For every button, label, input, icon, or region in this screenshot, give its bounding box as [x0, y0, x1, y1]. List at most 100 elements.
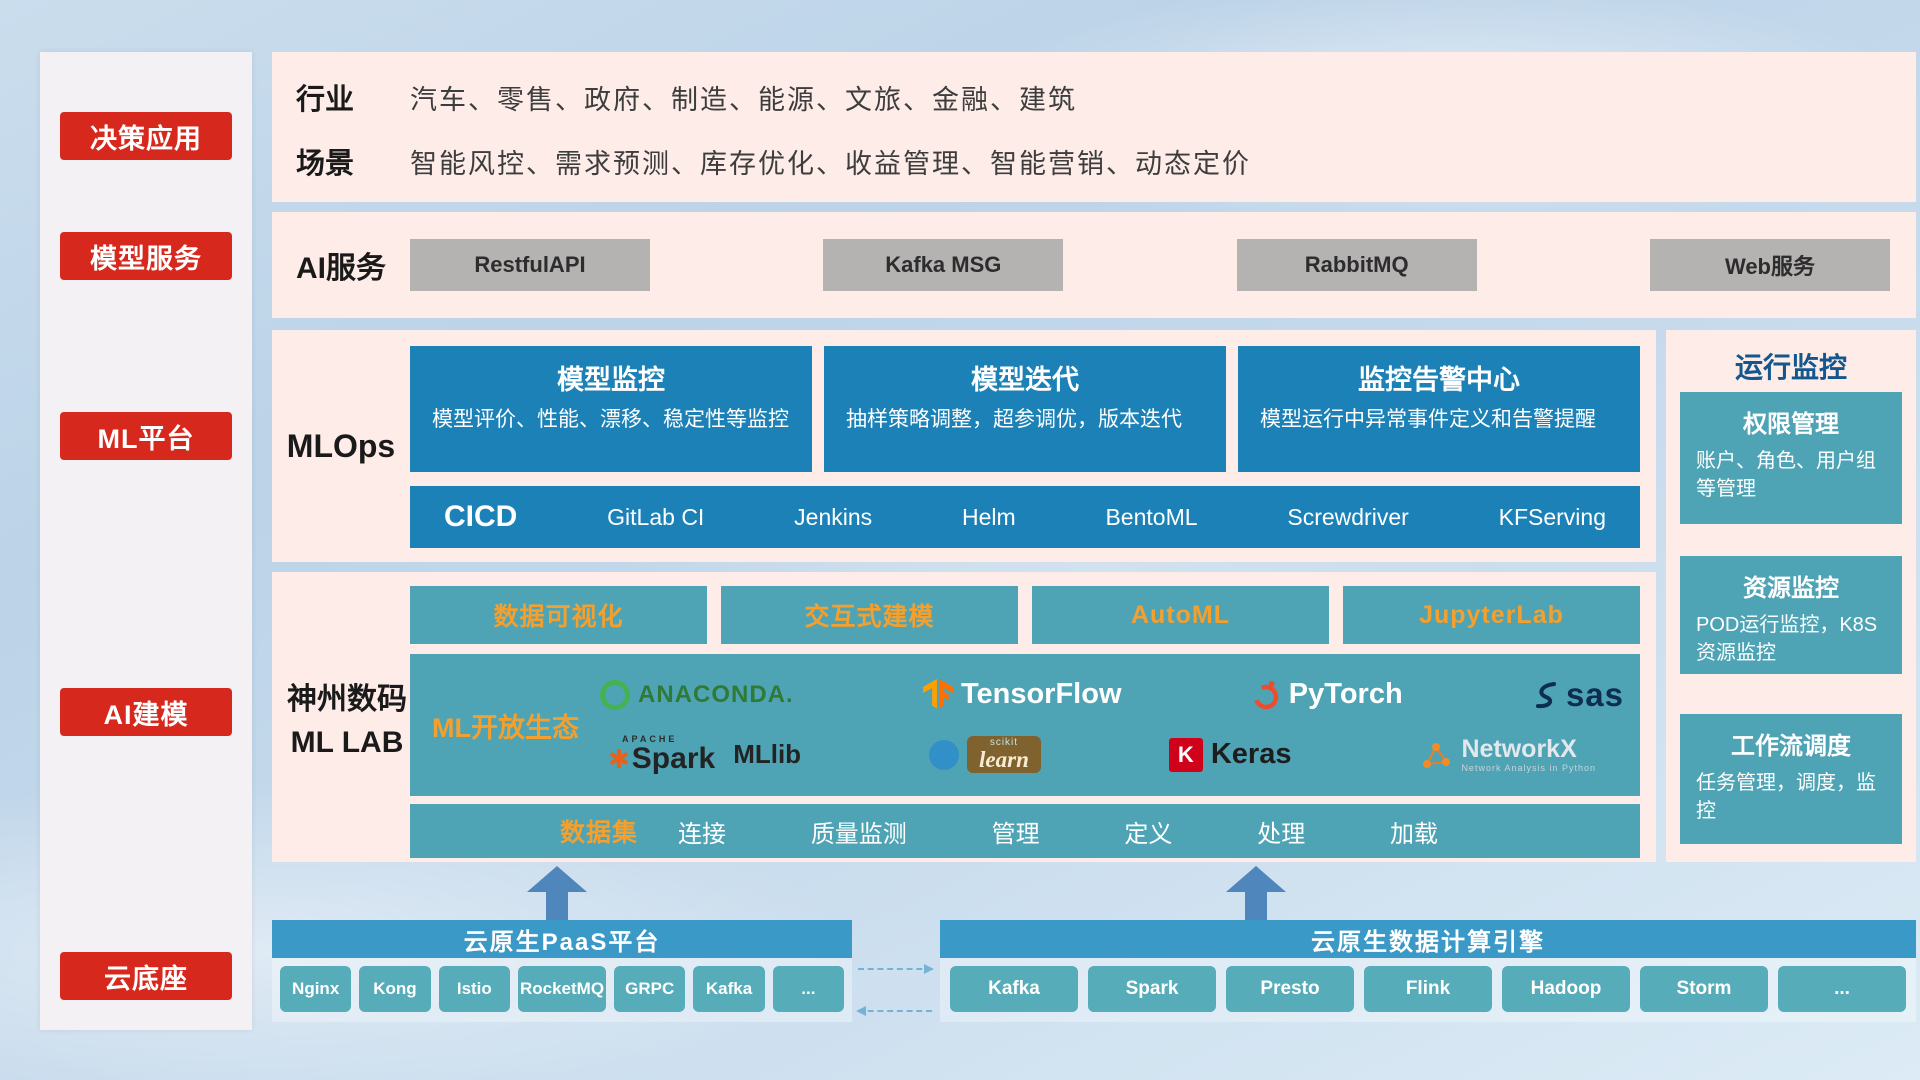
- service-restfulapi: RestfulAPI: [410, 239, 650, 291]
- keras-logo: K Keras: [1168, 737, 1292, 772]
- cicd-bar: CICD GitLab CI Jenkins Helm BentoML Scre…: [410, 486, 1640, 548]
- industry-scenario-panel: 行业 汽车、零售、政府、制造、能源、文旅、金融、建筑 场景 智能风控、需求预测、…: [272, 52, 1916, 202]
- dashed-arrow-left: [856, 1006, 932, 1016]
- mllab-label: 神州数码 ML LAB: [272, 572, 422, 862]
- ecosystem-row-2: APACHE ✱ Spark MLlib scikit learn: [600, 735, 1624, 774]
- engine-tool-more: ...: [1778, 966, 1906, 1012]
- dataset-item-load: 加载: [1390, 820, 1438, 848]
- paas-tool-nginx: Nginx: [280, 966, 352, 1012]
- paas-platform-header: 云原生PaaS平台: [272, 920, 852, 958]
- paas-tool-kong: Kong: [359, 966, 431, 1012]
- paas-tool-rocketmq: RocketMQ: [517, 966, 607, 1012]
- paas-tool-kafka: Kafka: [693, 966, 765, 1012]
- mlops-label: MLOps: [286, 427, 396, 464]
- engine-tool-kafka: Kafka: [950, 966, 1078, 1012]
- data-engine-header: 云原生数据计算引擎: [940, 920, 1916, 958]
- card-desc: POD运行监控，K8S资源监控: [1696, 614, 1878, 664]
- sklearn-badge: scikit learn: [967, 736, 1041, 774]
- sklearn-text: learn: [979, 747, 1029, 773]
- engine-tools-row: Kafka Spark Presto Flink Hadoop Storm ..…: [950, 966, 1906, 1012]
- keras-text: Keras: [1210, 738, 1292, 771]
- spark-mllib-logo: APACHE ✱ Spark MLlib: [608, 735, 801, 774]
- engine-tool-flink: Flink: [1364, 966, 1492, 1012]
- scenario-label: 场景: [296, 148, 355, 180]
- card-desc: 抽样策略调整，超参调优，版本迭代: [846, 408, 1182, 431]
- ai-service-buttons-row: RestfulAPI Kafka MSG RabbitMQ Web服务: [410, 212, 1890, 318]
- card-title: 工作流调度: [1731, 733, 1851, 760]
- pytorch-icon: [1253, 680, 1279, 709]
- anaconda-icon: [600, 679, 630, 710]
- dataset-item-process: 处理: [1257, 820, 1306, 848]
- pytorch-text: PyTorch: [1288, 678, 1403, 711]
- dashed-arrow-right: [858, 964, 934, 974]
- spark-wordmark: APACHE ✱ Spark: [608, 735, 715, 774]
- card-resource-monitoring: 资源监控 POD运行监控，K8S资源监控: [1680, 556, 1902, 674]
- scenario-list: 智能风控、需求预测、库存优化、收益管理、智能营销、动态定价: [410, 149, 1251, 179]
- engine-tool-hadoop: Hadoop: [1502, 966, 1630, 1012]
- card-desc: 账户、角色、用户组等管理: [1696, 450, 1876, 500]
- sas-text: sas: [1565, 675, 1624, 713]
- tensorflow-logo: TensorFlow: [923, 678, 1122, 711]
- service-web: Web服务: [1649, 239, 1890, 291]
- mllib-text: MLlib: [733, 739, 802, 770]
- networkx-text: NetworkX: [1461, 735, 1577, 764]
- ml-ecosystem-label: ML开放生态: [432, 712, 579, 743]
- card-title: 模型监控: [557, 365, 665, 395]
- engine-tool-spark: Spark: [1088, 966, 1216, 1012]
- ai-service-panel: AI服务 RestfulAPI Kafka MSG RabbitMQ Web服务: [272, 212, 1916, 318]
- tensorflow-text: TensorFlow: [960, 678, 1122, 711]
- cicd-tool-kfserving: KFServing: [1498, 503, 1606, 530]
- sklearn-circle-icon: [929, 739, 960, 770]
- category-ai-modeling: AI建模: [60, 688, 232, 736]
- feature-interactive-modeling: 交互式建模: [721, 586, 1018, 644]
- category-ml-platform: ML平台: [60, 412, 232, 460]
- spark-star-icon: ✱: [608, 744, 630, 775]
- paas-tools-row: Nginx Kong Istio RocketMQ GRPC Kafka ...: [280, 966, 845, 1012]
- ai-service-label: AI服务: [296, 252, 386, 285]
- pytorch-logo: PyTorch: [1251, 678, 1403, 711]
- mllab-label-line1: 神州数码: [287, 683, 407, 716]
- left-category-rail: 决策应用 模型服务 ML平台 AI建模 云底座: [40, 52, 252, 1030]
- ml-ecosystem-block: ML开放生态 ANACONDA. TensorFlow: [410, 654, 1640, 796]
- card-title: 权限管理: [1743, 411, 1839, 438]
- mlops-panel: MLOps 模型监控 模型评价、性能、漂移、稳定性等监控 模型迭代 抽样策略调整…: [272, 330, 1656, 562]
- service-rabbitmq: RabbitMQ: [1236, 239, 1477, 291]
- tensorflow-icon: [923, 678, 953, 708]
- paas-tool-grpc: GRPC: [614, 966, 686, 1012]
- cicd-tool-bentoml: BentoML: [1105, 503, 1198, 530]
- service-kafka-msg: Kafka MSG: [823, 239, 1064, 291]
- up-arrow-right: [1226, 866, 1286, 920]
- card-model-monitoring: 模型监控 模型评价、性能、漂移、稳定性等监控: [410, 346, 812, 472]
- networkx-logo: NetworkX Network Analysis in Python: [1419, 736, 1596, 773]
- cicd-tool-screwdriver: Screwdriver: [1287, 503, 1409, 530]
- scikit-learn-logo: scikit learn: [929, 736, 1041, 774]
- dataset-item-define: 定义: [1124, 820, 1173, 848]
- industry-list: 汽车、零售、政府、制造、能源、文旅、金融、建筑: [410, 85, 1077, 115]
- dataset-items: 连接 质量监测 管理 定义 处理 加载: [678, 814, 1438, 849]
- mllab-label-line2: ML LAB: [290, 726, 404, 759]
- engine-tool-storm: Storm: [1640, 966, 1768, 1012]
- category-model-service: 模型服务: [60, 232, 232, 280]
- card-desc: 任务管理，调度，监控: [1696, 772, 1876, 822]
- card-title: 资源监控: [1743, 575, 1839, 602]
- card-model-iteration: 模型迭代 抽样策略调整，超参调优，版本迭代: [824, 346, 1226, 472]
- runtime-monitoring-title: 运行监控: [1734, 352, 1847, 383]
- card-title: 监控告警中心: [1358, 365, 1520, 395]
- spark-apache-text: APACHE: [622, 734, 678, 745]
- category-cloud-base: 云底座: [60, 952, 232, 1000]
- sas-swoosh-icon: [1535, 681, 1556, 708]
- ecosystem-row-1: ANACONDA. TensorFlow: [600, 676, 1624, 714]
- card-workflow-scheduling: 工作流调度 任务管理，调度，监控: [1680, 714, 1902, 844]
- dataset-item-connect: 连接: [678, 820, 727, 848]
- dataset-label: 数据集: [560, 819, 639, 847]
- keras-icon: K: [1168, 737, 1203, 772]
- cicd-tool-jenkins: Jenkins: [794, 503, 873, 530]
- card-title: 模型迭代: [971, 365, 1079, 395]
- dataset-item-quality: 质量监测: [810, 820, 907, 848]
- cicd-tool-gitlab-ci: GitLab CI: [607, 503, 705, 530]
- ml-ecosystem-logos: ANACONDA. TensorFlow: [600, 654, 1624, 796]
- category-decision-apps: 决策应用: [60, 112, 232, 160]
- feature-jupyterlab: JupyterLab: [1343, 586, 1640, 644]
- cicd-label: CICD: [444, 500, 518, 533]
- card-desc: 模型评价、性能、漂移、稳定性等监控: [432, 408, 789, 431]
